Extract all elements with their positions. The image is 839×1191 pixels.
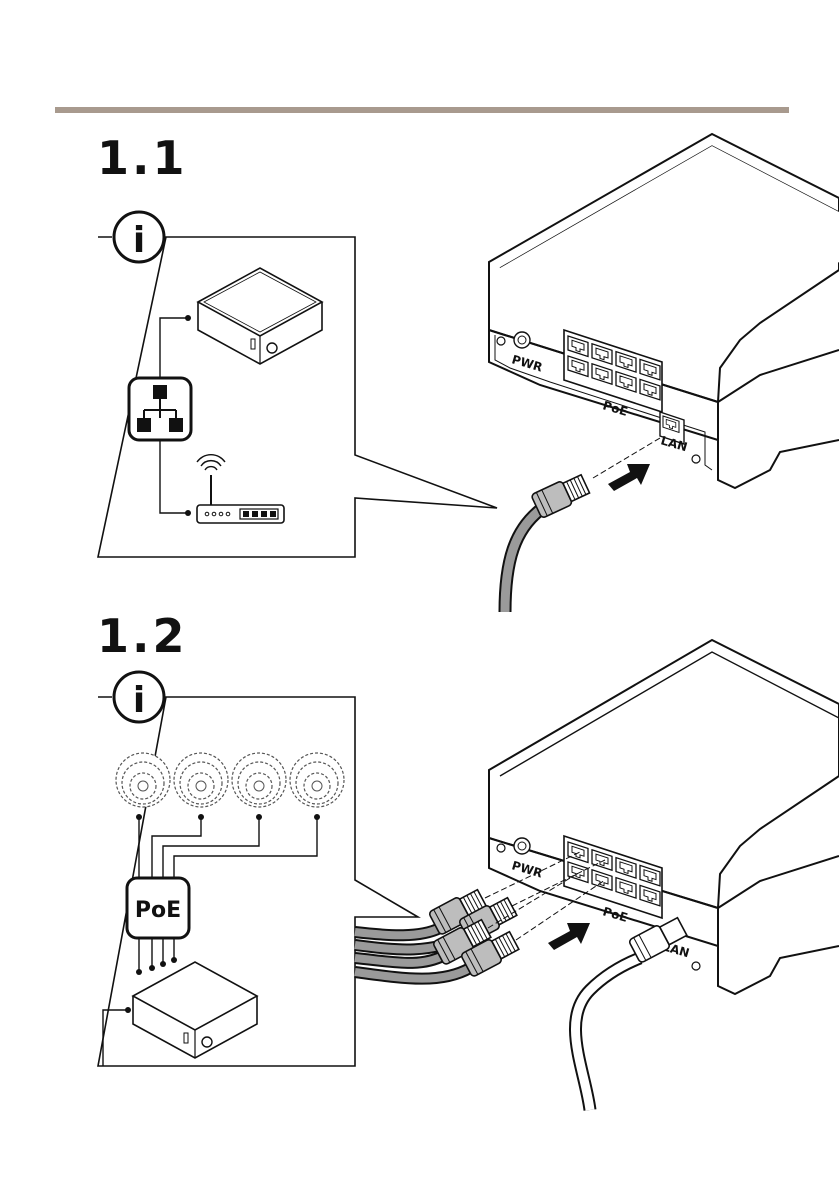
svg-text:i: i bbox=[133, 680, 145, 721]
info-callout-1-1: i bbox=[98, 212, 497, 557]
dome-camera-icon bbox=[174, 753, 228, 807]
info-icon: i bbox=[114, 212, 164, 262]
svg-text:i: i bbox=[133, 220, 145, 261]
svg-text:PoE: PoE bbox=[601, 398, 629, 418]
svg-text:PoE: PoE bbox=[135, 898, 181, 923]
info-callout-1-2: i PoE bbox=[98, 672, 418, 1066]
info-icon: i bbox=[114, 672, 164, 722]
dome-camera-icon bbox=[116, 753, 170, 807]
dome-camera-icon bbox=[232, 753, 286, 807]
svg-text:PoE: PoE bbox=[601, 904, 629, 924]
svg-text:PWR: PWR bbox=[510, 352, 544, 374]
dome-camera-icon bbox=[290, 753, 344, 807]
insert-arrow-icon bbox=[608, 464, 650, 491]
poe-icon: PoE bbox=[127, 878, 189, 938]
lan-cable-1-2 bbox=[575, 915, 688, 1110]
network-topology-icon bbox=[129, 378, 191, 440]
insert-arrow-icon bbox=[548, 923, 590, 950]
device-illustration-1-1: PWR PoE LAN bbox=[489, 134, 839, 488]
